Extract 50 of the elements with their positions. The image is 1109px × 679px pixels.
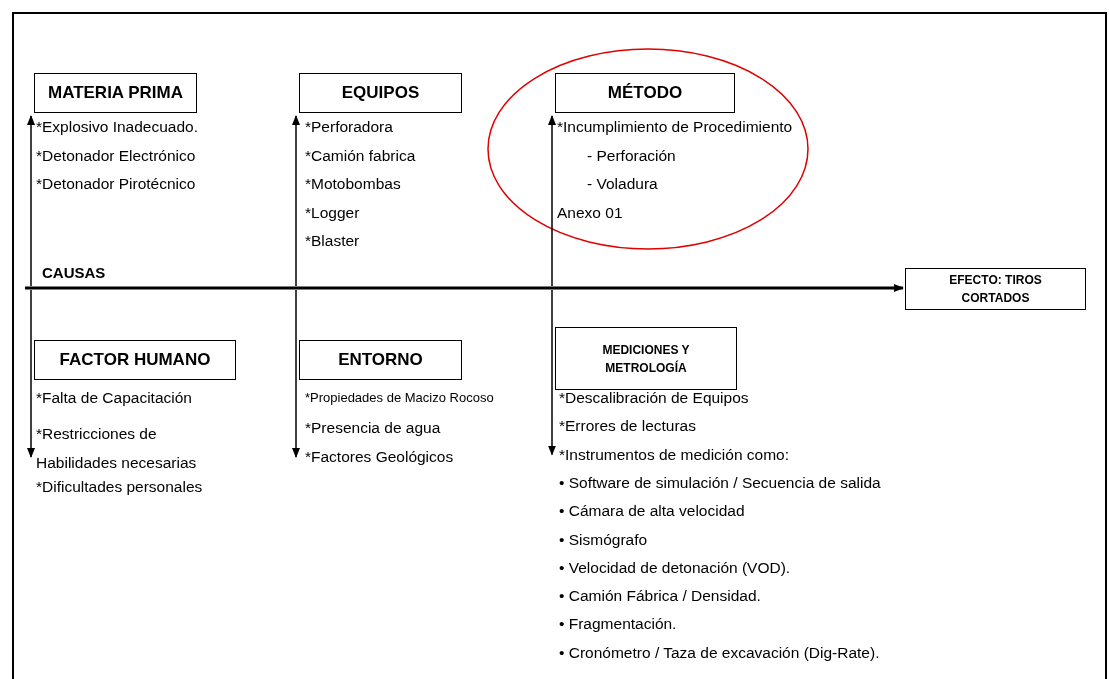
category-box — [34, 340, 236, 380]
box-heading: ENTORNO — [338, 350, 423, 370]
cause-text: *Errores de lecturas — [559, 417, 696, 436]
cause-text: *Explosivo Inadecuado. — [36, 118, 198, 136]
box-heading: MEDICIONES Y METROLOGÍA — [601, 341, 691, 377]
cause-text: *Perforadora — [305, 118, 393, 136]
cause-text: *Camión fabrica — [305, 146, 416, 165]
effect-box — [905, 268, 1086, 310]
axis-label: CAUSAS — [42, 264, 106, 282]
cause-text: *Falta de Capacitación — [36, 389, 192, 407]
cause-text: *Motobombas — [305, 175, 401, 193]
cause-text: • Velocidad de detonación (VOD). — [559, 558, 791, 577]
cause-text: *Incumplimiento de Procedimiento — [557, 118, 793, 136]
box-heading: MATERIA PRIMA — [47, 83, 183, 103]
category-box — [299, 73, 462, 113]
cause-text: *Blaster — [305, 232, 360, 250]
cause-text: • Software de simulación / Secuencia de salida — [559, 473, 881, 492]
cause-text: *Dificultades personales — [36, 477, 203, 496]
category-box — [555, 327, 737, 390]
box-heading: EQUIPOS — [341, 83, 420, 103]
box-heading: EFECTO: TIROS CORTADOS — [948, 272, 1043, 307]
spine-arrow — [25, 284, 904, 292]
cause-text: *Logger — [305, 203, 360, 222]
box-heading: FACTOR HUMANO — [59, 350, 211, 370]
branch-arrow — [292, 115, 300, 287]
cause-text: *Presencia de agua — [305, 418, 441, 437]
cause-text: *Instrumentos de medición como: — [559, 445, 790, 464]
cause-text: *Restricciones de Habilidades necesarias — [36, 423, 198, 473]
cause-text: *Descalibración de Equipos — [559, 389, 749, 407]
branch-arrow — [292, 289, 300, 458]
category-box — [299, 340, 462, 380]
branch-arrow — [548, 289, 556, 456]
cause-text: *Factores Geológicos — [305, 448, 454, 466]
cause-text: • Cámara de alta velocidad — [559, 502, 745, 521]
cause-text: • Camión Fábrica / Densidad. — [559, 587, 761, 606]
cause-text: *Detonador Pirotécnico — [36, 175, 196, 193]
cause-text: *Propiedades de Macizo Rocoso — [305, 389, 494, 407]
branch-arrow — [548, 115, 556, 287]
cause-text: Anexo 01 — [557, 203, 623, 222]
category-box — [34, 73, 197, 113]
cause-text: • Fragmentación. — [559, 615, 677, 634]
category-box — [555, 73, 735, 113]
cause-text: *Detonador Electrónico — [36, 146, 196, 165]
branch-arrow — [27, 115, 35, 287]
cause-text: - Voladura — [587, 175, 658, 193]
box-heading: MÉTODO — [607, 83, 683, 103]
cause-text: • Cronómetro / Taza de excavación (Dig-Rate). — [559, 643, 880, 662]
cause-text: - Perforación — [587, 146, 676, 165]
branch-arrow — [27, 289, 35, 458]
cause-text: • Sismógrafo — [559, 530, 648, 549]
